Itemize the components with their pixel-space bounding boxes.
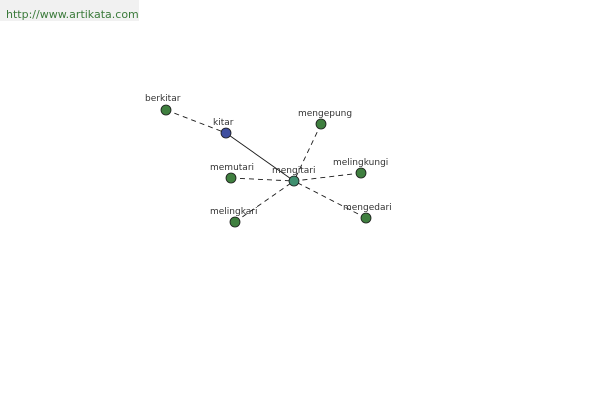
labels-layer: mengitari kitar berkitar mengepung memutari m… [145, 94, 392, 217]
node-label-berkitar[interactable]: berkitar [145, 94, 181, 104]
node-label-memutari[interactable]: memutari [210, 163, 254, 173]
edge-memutari-mengitari [230, 177, 295, 182]
node-melingkari[interactable] [229, 216, 241, 228]
source-url-bar: http://www.artikata.com [0, 0, 139, 21]
nodes-layer [160, 104, 372, 228]
node-kitar[interactable] [220, 127, 232, 139]
node-label-mengitari[interactable]: mengitari [272, 166, 315, 176]
node-label-melingkungi[interactable]: melingkungi [333, 158, 388, 168]
edges-layer [165, 109, 367, 223]
edge-melingkungi-mengitari [293, 172, 362, 182]
node-mengepung[interactable] [315, 118, 327, 130]
node-melingkungi[interactable] [355, 167, 367, 179]
node-mengedari[interactable] [360, 212, 372, 224]
node-label-mengepung[interactable]: mengepung [298, 109, 352, 119]
node-label-mengedari[interactable]: mengedari [343, 203, 392, 213]
edge-berkitar-kitar [165, 109, 227, 134]
source-url-link[interactable]: http://www.artikata.com [6, 8, 139, 21]
edge-mengedari-mengitari [293, 180, 367, 219]
node-label-kitar[interactable]: kitar [213, 118, 234, 128]
edge-mengepung-mengitari [293, 123, 322, 182]
node-label-melingkari[interactable]: melingkari [210, 207, 258, 217]
edge-kitar-mengitari [225, 132, 295, 182]
node-memutari[interactable] [225, 172, 237, 184]
node-berkitar[interactable] [160, 104, 172, 116]
node-mengitari[interactable] [288, 175, 300, 187]
edge-melingkari-mengitari [234, 180, 295, 223]
